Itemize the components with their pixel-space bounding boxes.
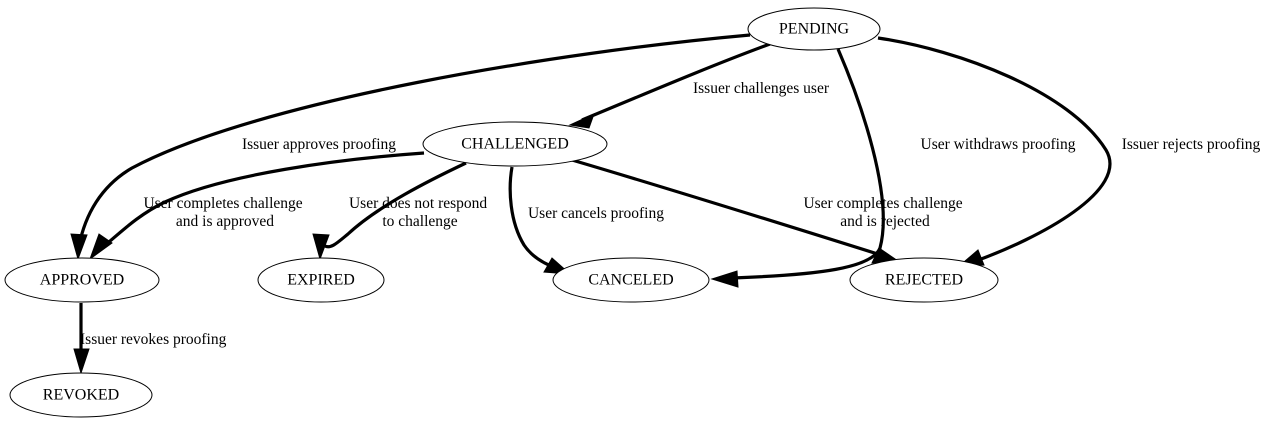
node-approved[interactable]: APPROVED — [4, 257, 160, 303]
edge-path — [581, 42, 771, 122]
node-expired[interactable]: EXPIRED — [257, 257, 385, 303]
node-label: REJECTED — [885, 272, 963, 289]
edge-approved-revoked: Issuer revokes proofing — [73, 303, 227, 375]
node-label: CHALLENGED — [461, 136, 569, 153]
edge-pending-approved — [70, 33, 751, 261]
edge-path — [729, 48, 885, 280]
edge-label-pending-canceled: User withdraws proofing — [921, 136, 1076, 153]
edge-label-challenged-approved: User completes challenge and is approved — [143, 195, 306, 230]
node-label: REVOKED — [43, 387, 119, 404]
node-canceled[interactable]: CANCELED — [552, 257, 710, 303]
edge-label-pending-approved: Issuer approves proofing — [242, 136, 396, 153]
edge-pending-canceled: User withdraws proofing — [710, 48, 1076, 288]
arrowhead-icon — [710, 270, 739, 288]
edge-path — [77, 33, 751, 247]
node-pending[interactable]: PENDING — [747, 7, 881, 51]
node-shape[interactable] — [552, 257, 710, 303]
node-challenged[interactable]: CHALLENGED — [422, 121, 608, 167]
edge-path — [508, 166, 557, 270]
node-rejected[interactable]: REJECTED — [849, 257, 999, 303]
edge-pending-rejected: Issuer rejects proofing — [877, 36, 1261, 268]
edge-label-challenged-rejected: User completes challenge and is rejected — [803, 195, 966, 230]
node-shape[interactable] — [4, 257, 160, 303]
arrowhead-icon — [70, 233, 88, 261]
node-label: APPROVED — [40, 272, 124, 289]
edge-label-challenged-canceled: User cancels proofing — [528, 205, 664, 222]
node-shape[interactable] — [422, 121, 608, 167]
node-label: EXPIRED — [287, 272, 355, 289]
node-shape[interactable] — [849, 257, 999, 303]
edge-path — [571, 158, 885, 258]
node-shape[interactable] — [747, 7, 881, 51]
edge-label-approved-revoked: Issuer revokes proofing — [80, 331, 227, 348]
node-label: PENDING — [779, 21, 850, 38]
edge-challenged-approved: Issuer approves proofing User completes … — [88, 136, 425, 261]
arrowhead-icon — [73, 348, 90, 375]
edge-path — [877, 36, 1112, 264]
edge-label-pending-challenged: Issuer challenges user — [693, 80, 830, 97]
edge-path — [98, 151, 425, 252]
node-revoked[interactable]: REVOKED — [9, 372, 153, 418]
arrowhead-icon — [88, 233, 113, 261]
arrowhead-icon — [568, 113, 595, 129]
edge-label-pending-rejected: Issuer rejects proofing — [1122, 136, 1261, 153]
edge-path — [324, 161, 467, 249]
node-label: CANCELED — [588, 272, 673, 289]
edge-pending-challenged: Issuer challenges user — [568, 42, 830, 129]
node-shape[interactable] — [9, 372, 153, 418]
edge-label-challenged-expired: User does not respond to challenge — [349, 195, 491, 230]
edge-challenged-expired: User does not respond to challenge — [312, 161, 491, 261]
arrowhead-icon — [312, 233, 330, 261]
node-shape[interactable] — [257, 257, 385, 303]
